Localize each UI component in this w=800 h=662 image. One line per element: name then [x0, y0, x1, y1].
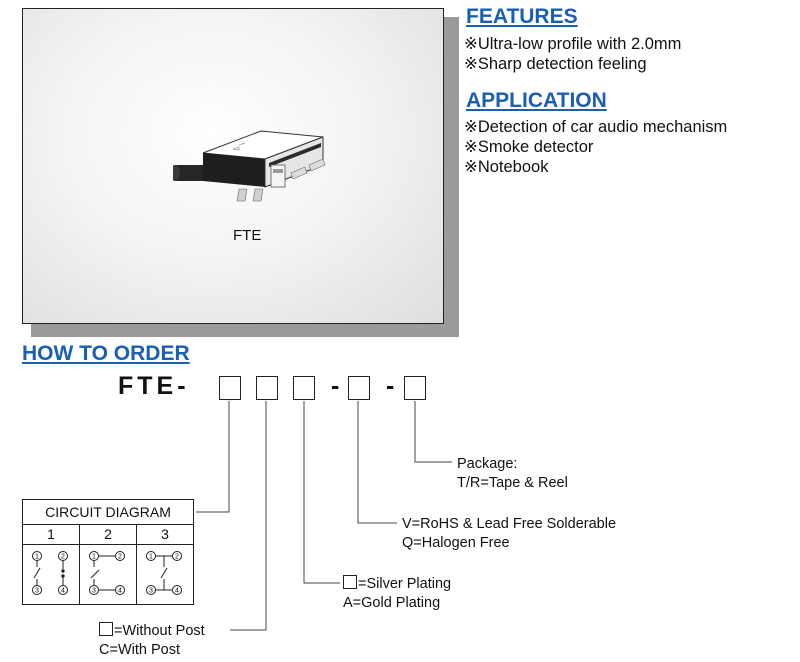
feature-item: ※Ultra-low profile with 2.0mm: [464, 35, 682, 53]
features-heading: FEATURES: [466, 5, 578, 28]
package-annotation: Package: T/R=Tape & Reel: [457, 455, 568, 493]
post-option-without: =Without Post: [114, 623, 205, 639]
blank-box-icon: [343, 575, 357, 589]
package-option: T/R=Tape & Reel: [457, 475, 568, 491]
package-title: Package:: [457, 456, 518, 472]
circuit-column-1: 1: [23, 525, 79, 545]
application-item: ※Detection of car audio mechanism: [464, 118, 728, 136]
code-box-circuit: [219, 376, 241, 400]
terminal-label: 4: [118, 588, 122, 595]
code-box-package: [404, 376, 426, 400]
column-divider: [136, 525, 137, 604]
code-box-material: [348, 376, 370, 400]
terminal-label: 2: [61, 554, 65, 561]
how-to-order-heading: HOW TO ORDER: [22, 342, 190, 365]
blank-box-icon: [99, 622, 113, 636]
circuit-diagram-title: CIRCUIT DIAGRAM: [23, 500, 193, 525]
plating-option-gold: A=Gold Plating: [343, 595, 441, 611]
features-list: ※Ultra-low profile with 2.0mm ※Sharp det…: [464, 34, 681, 74]
application-item: ※Notebook: [464, 158, 549, 176]
part-code-prefix: FTE-: [118, 372, 190, 400]
terminal-label: 3: [149, 588, 153, 595]
code-box-post: [256, 376, 278, 400]
application-item: ※Smoke detector: [464, 138, 594, 156]
column-divider: [79, 525, 80, 604]
application-list: ※Detection of car audio mechanism ※Smoke…: [464, 117, 727, 177]
feature-item: ※Sharp detection feeling: [464, 55, 647, 73]
material-option-q: Q=Halogen Free: [402, 535, 510, 551]
terminal-label: 1: [35, 554, 39, 561]
circuit-3-schematic: 1 2 3 4: [146, 551, 182, 595]
circuit-1-schematic: 1 2 3 4: [32, 551, 68, 595]
circuit-column-3: 3: [137, 525, 193, 545]
material-annotation: V=RoHS & Lead Free Solderable Q=Halogen …: [402, 515, 616, 553]
plating-annotation: =Silver Plating A=Gold Plating: [343, 575, 451, 613]
terminal-label: 1: [149, 554, 153, 561]
code-dash: -: [386, 372, 395, 400]
terminal-label: 2: [118, 554, 122, 561]
application-heading: APPLICATION: [466, 89, 607, 112]
terminal-label: 1: [92, 554, 96, 561]
terminal-label: 4: [175, 588, 179, 595]
terminal-label: 3: [92, 588, 96, 595]
plating-option-silver: =Silver Plating: [358, 576, 452, 592]
circuit-diagram-table: CIRCUIT DIAGRAM 1 2 3 1 2 3 4: [22, 499, 194, 605]
code-box-plating: [293, 376, 315, 400]
post-annotation: =Without Post C=With Post: [99, 622, 205, 660]
terminal-label: 2: [175, 554, 179, 561]
circuit-2-schematic: 1 2 3 4: [89, 551, 125, 595]
material-option-v: V=RoHS & Lead Free Solderable: [402, 516, 617, 532]
code-dash: -: [331, 372, 340, 400]
terminal-label: 4: [61, 588, 65, 595]
terminal-label: 3: [35, 588, 39, 595]
product-photo-panel: FTE: [22, 8, 444, 324]
product-label: FTE: [233, 227, 262, 244]
circuit-column-2: 2: [80, 525, 136, 545]
switch-product-image: [173, 130, 326, 202]
post-option-with: C=With Post: [99, 642, 180, 658]
